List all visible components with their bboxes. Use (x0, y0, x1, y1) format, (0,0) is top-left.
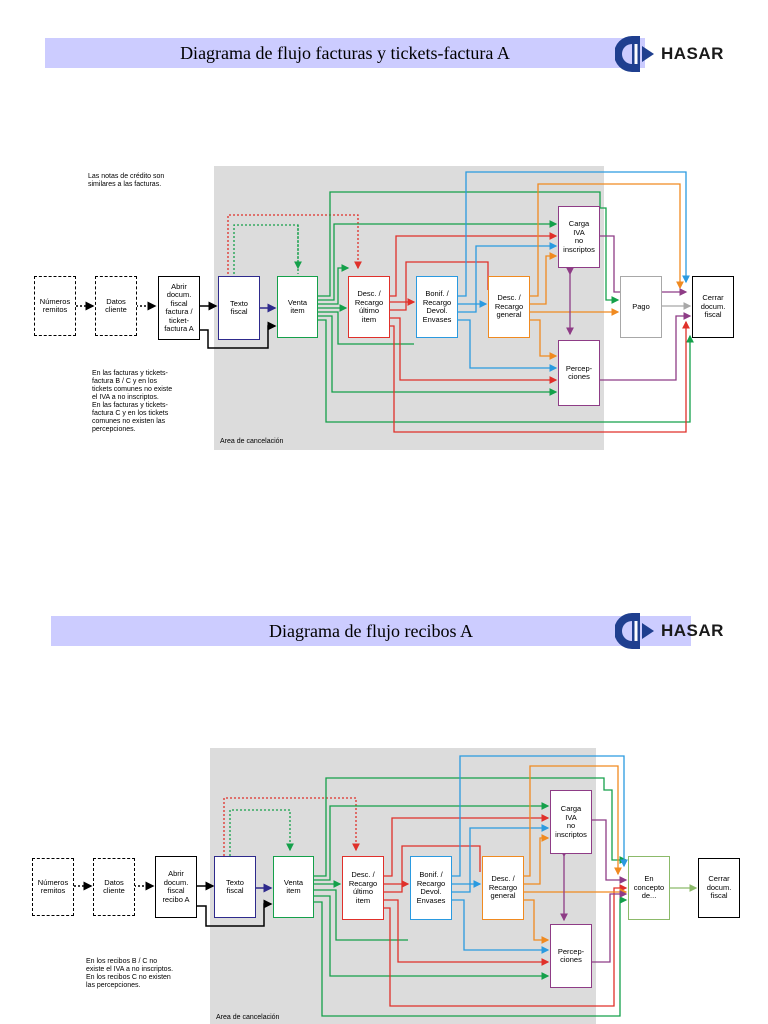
box-cerrar-documento-1: Cerrar docum. fiscal (692, 276, 734, 338)
cancel-area-2 (210, 748, 596, 1024)
box-desc-ultimo-item-2: Desc. / Recargo último item (342, 856, 384, 920)
hasar-logo-text-1: HASAR (661, 44, 724, 63)
box-percepciones-1: Percep- ciones (558, 340, 600, 406)
note-iva-1: En las facturas y tickets- factura B / C… (92, 370, 173, 433)
box-texto-fiscal-1: Texto fiscal (218, 276, 260, 340)
box-numeros-remitos-2: Números remitos (32, 858, 74, 916)
box-bonif-envases-2: Bonif. / Recargo Devol. Envases (410, 856, 452, 920)
box-texto-fiscal-2: Texto fiscal (214, 856, 256, 918)
slide-title-2: Diagrama de flujo recibos A (269, 621, 473, 641)
box-abrir-documento-2: Abrir docum. fiscal recibo A (155, 856, 197, 918)
box-en-concepto-2: En concepto de... (628, 856, 670, 920)
box-venta-item-2: Venta item (273, 856, 314, 918)
box-percepciones-2: Percep- ciones (550, 924, 592, 988)
box-numeros-remitos-1: Números remitos (34, 276, 76, 336)
hasar-logo-icon (615, 613, 654, 649)
title-band-1: Diagrama de flujo facturas y tickets-fac… (45, 38, 645, 68)
hasar-logo-icon (615, 36, 654, 72)
note-credit-1: Las notas de crédito son similares a las… (88, 173, 165, 188)
cancel-area-1 (214, 166, 604, 450)
hasar-logo-2: HASAR (615, 611, 724, 651)
box-desc-general-1: Desc. / Recargo general (488, 276, 530, 338)
hasar-logo-1: HASAR (615, 34, 724, 74)
box-pago-1: Pago (620, 276, 662, 338)
box-cerrar-documento-2: Cerrar docum. fiscal (698, 858, 740, 918)
cancel-area-label-2: Area de cancelación (216, 1014, 280, 1021)
title-band-2: Diagrama de flujo recibos A (51, 616, 691, 646)
box-datos-cliente-1: Datos cliente (95, 276, 137, 336)
slide-title-1: Diagrama de flujo facturas y tickets-fac… (180, 43, 510, 63)
box-abrir-documento-1: Abrir docum. fiscal factura / ticket- fa… (158, 276, 200, 340)
cancel-area-label-1: Area de cancelación (220, 438, 284, 445)
box-desc-ultimo-item-1: Desc. / Recargo último item (348, 276, 390, 338)
box-carga-iva-1: Carga IVA no inscriptos (558, 206, 600, 268)
hasar-logo-text-2: HASAR (661, 621, 724, 640)
box-desc-general-2: Desc. / Recargo general (482, 856, 524, 920)
note-recibos-2: En los recibos B / C no existe el IVA a … (86, 958, 174, 989)
box-datos-cliente-2: Datos cliente (93, 858, 135, 916)
box-bonif-envases-1: Bonif. / Recargo Devol. Envases (416, 276, 458, 338)
box-carga-iva-2: Carga IVA no inscriptos (550, 790, 592, 854)
box-venta-item-1: Venta item (277, 276, 318, 338)
